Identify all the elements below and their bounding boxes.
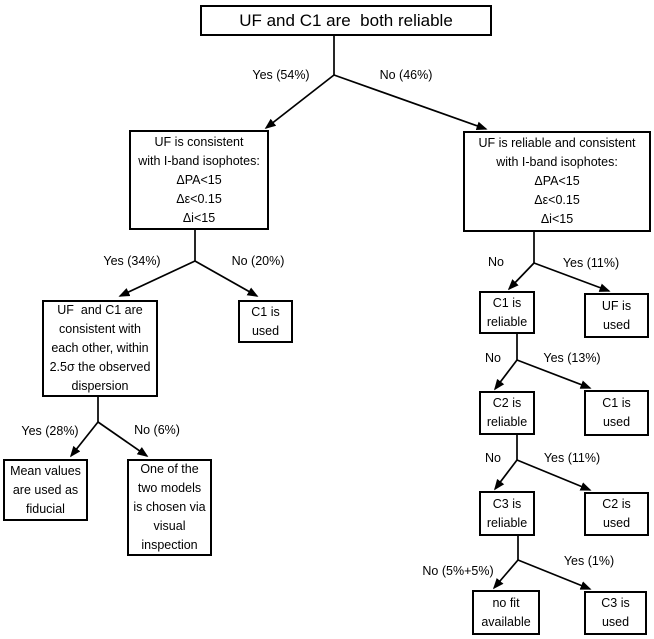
edge-ufconsistent-yes-arrow xyxy=(118,260,196,297)
node-line: reliable xyxy=(486,515,528,530)
node-line: consistent with xyxy=(59,322,141,336)
edge-c3reliable-no-arrow xyxy=(492,559,519,590)
node-no-fit-available: no fit available xyxy=(472,590,540,635)
node-line: each other, within xyxy=(51,341,149,355)
edge-consistency-yes-arrow xyxy=(69,421,99,458)
node-line: Δi<15 xyxy=(540,212,574,226)
node-line: dispersion xyxy=(71,379,129,393)
node-c3-reliable: C3 is reliable xyxy=(479,491,535,536)
node-line: reliable xyxy=(486,314,528,329)
node-line: C1 is xyxy=(251,304,280,319)
node-c2-used: C2 is used xyxy=(584,492,649,536)
node-line: two models xyxy=(137,481,202,495)
node-c1-used-right: C1 is used xyxy=(584,390,649,436)
edge-root-no-arrow xyxy=(333,74,488,131)
edge-label-consistency-yes: Yes (28%) xyxy=(21,424,79,438)
node-line: no fit xyxy=(492,595,520,610)
node-line: used xyxy=(602,317,631,332)
edge-rightcriteria-yes-arrow xyxy=(533,262,611,292)
edge-ufconsistent-no-arrow xyxy=(194,260,259,297)
node-line: are used as xyxy=(12,482,79,497)
edge-label-consistency-no: No (6%) xyxy=(134,423,180,437)
node-line: used xyxy=(602,415,631,429)
edge-label-root-yes: Yes (54%) xyxy=(252,68,310,82)
node-line: used xyxy=(251,323,280,338)
node-mean-values: Mean values are used as fiducial xyxy=(3,459,88,521)
node-line: UF is xyxy=(601,298,632,313)
node-one-of-two: One of the two models is chosen via visu… xyxy=(127,459,212,556)
node-line: 2.5σ the observed xyxy=(49,360,151,374)
edge-label-right1-yes: Yes (11%) xyxy=(562,256,620,270)
node-line: is chosen via xyxy=(133,500,206,514)
node-line: Mean values xyxy=(10,463,81,478)
node-line: ΔPA<15 xyxy=(176,172,222,187)
node-line: Δi<15 xyxy=(182,210,216,225)
node-root: UF and C1 are both reliable xyxy=(200,5,492,36)
edge-c1reliable-no-arrow xyxy=(493,359,518,391)
edge-rightcriteria-no-arrow xyxy=(507,262,535,291)
edge-label-right4-no: No (5%+5%) xyxy=(422,564,494,578)
edge-label-right1-no: No xyxy=(488,255,504,269)
node-uf-c1-consistent: UF and C1 are consistent with each other… xyxy=(42,300,158,397)
node-uf-reliable-consistent: UF is reliable and consistent with I-ban… xyxy=(463,131,651,232)
node-line: C2 is xyxy=(492,396,522,410)
node-line: visual xyxy=(153,519,186,533)
node-line: One of the xyxy=(140,462,199,476)
edge-label-left-yes: Yes (34%) xyxy=(103,254,161,268)
edge-c2reliable-no-arrow xyxy=(493,459,518,491)
node-line: used xyxy=(601,615,630,629)
node-c3-used: C3 is used xyxy=(584,591,647,635)
node-line: Δε<0.15 xyxy=(534,193,580,207)
edge-consistency-no-arrow xyxy=(97,421,149,457)
node-c1-reliable: C1 is reliable xyxy=(479,291,535,334)
node-line: fiducial xyxy=(26,501,65,516)
node-line: used xyxy=(602,516,631,530)
node-line: available xyxy=(481,614,531,629)
node-line: C1 is xyxy=(492,295,522,310)
node-line: ΔPA<15 xyxy=(534,174,580,188)
node-line: inspection xyxy=(141,538,198,552)
node-line: UF and C1 are xyxy=(57,303,143,317)
node-line: with I-band isophotes: xyxy=(138,153,260,168)
node-line: with I-band isophotes: xyxy=(496,155,618,169)
node-line: C1 is xyxy=(602,396,631,410)
node-line: UF is consistent xyxy=(154,134,244,149)
edge-c1reliable-yes-arrow xyxy=(516,359,592,389)
edge-label-left-no: No (20%) xyxy=(231,254,285,268)
edge-c2reliable-yes-arrow xyxy=(516,459,592,491)
edge-label-right3-yes: Yes (11%) xyxy=(543,451,601,465)
node-uf-used: UF is used xyxy=(584,293,649,338)
node-line: UF is reliable and consistent xyxy=(478,136,636,150)
node-line: C3 is xyxy=(601,596,630,610)
edge-c3reliable-yes-arrow xyxy=(517,559,592,590)
node-root-text: UF and C1 are both reliable xyxy=(239,10,453,30)
node-line: C2 is xyxy=(602,497,631,511)
edge-label-right3-no: No xyxy=(485,451,501,465)
edge-label-right4-yes: Yes (1%) xyxy=(563,554,615,568)
edge-label-right2-no: No xyxy=(485,351,501,365)
edge-label-right2-yes: Yes (13%) xyxy=(543,351,601,365)
node-uf-consistent: UF is consistent with I-band isophotes: … xyxy=(129,130,269,230)
node-c2-reliable: C2 is reliable xyxy=(479,391,535,435)
node-c1-used-left: C1 is used xyxy=(238,300,293,343)
node-line: C3 is xyxy=(492,496,522,511)
edge-root-yes-arrow xyxy=(264,74,335,130)
node-line: Δε<0.15 xyxy=(176,191,222,206)
edge-label-root-no: No (46%) xyxy=(379,68,433,82)
node-line: reliable xyxy=(486,415,528,429)
